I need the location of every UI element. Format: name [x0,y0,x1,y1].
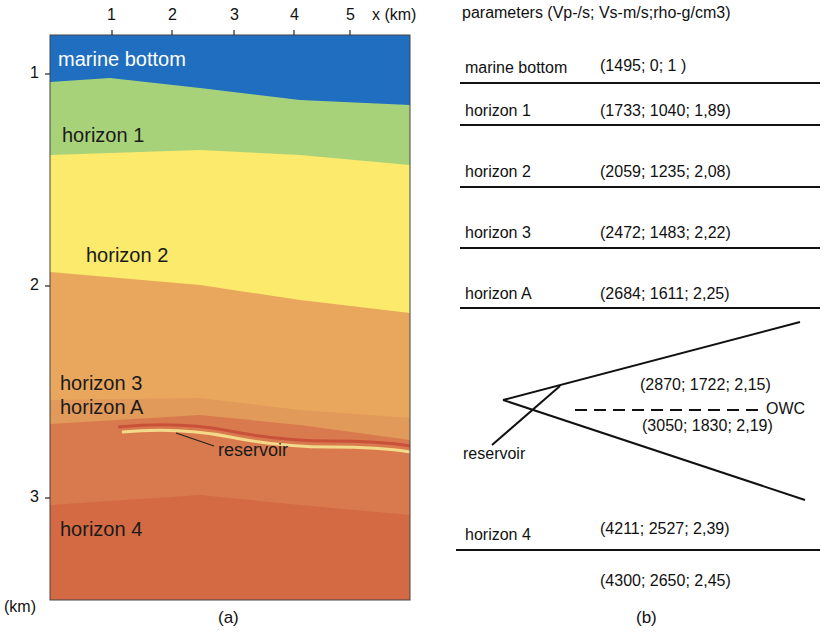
label-text: 5 [346,6,355,24]
label-text: horizon 2 [86,244,168,267]
label-text: horizon 3 [60,372,142,395]
label-text: parameters (Vp-/s; Vs-m/s;rho-g/cm3) [462,4,731,22]
label-text: 1 [30,64,39,82]
label-text: 2 [168,6,177,24]
label-text: horizon 2 [465,163,531,181]
label-text: marine bottom [465,59,567,77]
label-text: horizon 1 [62,124,144,147]
label-text: x (km) [372,6,416,24]
label-text: reservoir [218,440,288,461]
label-text: (1733; 1040; 1,89) [600,102,731,120]
label-text: reservoir [463,445,525,463]
label-text: OWC [766,400,805,418]
label-text: horizon A [465,285,532,303]
label-text: (4300; 2650; 2,45) [600,572,731,590]
label-text: 4 [290,6,299,24]
label-text: horizon 4 [465,526,531,544]
label-text: horizon 4 [60,518,142,541]
label-text: 2 [30,276,39,294]
label-text: horizon 1 [465,102,531,120]
label-text: (3050; 1830; 2,19) [642,417,773,435]
label-text: (a) [218,608,239,628]
label-text: (4211; 2527; 2,39) [600,520,730,538]
label-text: (2059; 1235; 2,08) [600,163,731,181]
label-text: horizon 3 [465,224,531,242]
label-text: 3 [30,488,39,506]
label-text: horizon A [60,396,143,419]
label-text: (km) [4,598,36,616]
label-text: (2472; 1483; 2,22) [600,224,731,242]
label-text: marine bottom [58,48,186,71]
label-text: 3 [230,6,239,24]
label-text: (2870; 1722; 2,15) [640,376,771,394]
label-text: (b) [636,608,657,628]
label-text: (1495; 0; 1 ) [600,57,686,75]
label-text: (2684; 1611; 2,25) [600,285,730,303]
label-text: 1 [107,6,116,24]
